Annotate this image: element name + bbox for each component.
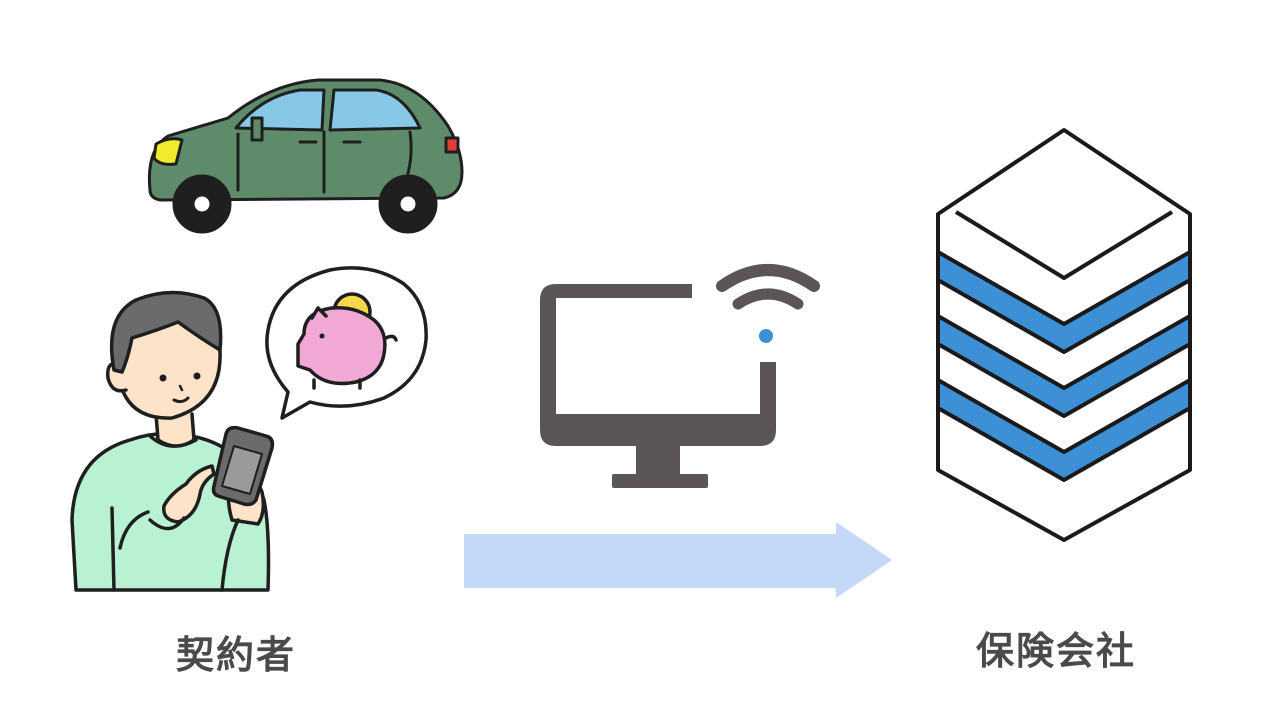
insurance-company-label: 保険会社 [976,629,1137,673]
wifi-dot [759,329,773,343]
arrow-right [464,522,892,598]
car-illustration [147,78,464,234]
speech-bubble-piggy-bank [265,266,428,420]
monitor-icon [540,284,776,488]
person-with-smartphone [70,290,275,592]
wifi-icon [716,264,820,343]
contractor-label: 契約者 [176,633,297,677]
server-stack-icon [936,128,1192,542]
